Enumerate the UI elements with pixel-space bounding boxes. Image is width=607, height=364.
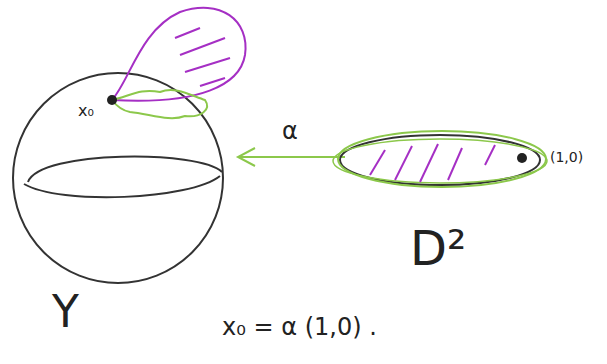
basepoint xyxy=(107,95,117,105)
space-label: Y xyxy=(52,288,79,336)
disk-boundary-loop xyxy=(333,139,547,183)
point-label: (1,0) xyxy=(550,150,583,165)
formula-caption: x₀ = α (1,0) . xyxy=(222,314,377,340)
hatching xyxy=(370,144,495,182)
sphere-outline xyxy=(13,73,223,283)
green-loop xyxy=(112,90,207,118)
disk-point xyxy=(517,153,527,163)
sphere-equator xyxy=(28,157,222,182)
basepoint-label: x₀ xyxy=(78,102,94,120)
purple-homotopy xyxy=(112,8,246,101)
map-label: α xyxy=(282,118,298,144)
map-arrow xyxy=(240,156,345,158)
arrow-head xyxy=(238,148,255,166)
hatching xyxy=(175,28,230,86)
disk-label: D² xyxy=(410,222,466,275)
sphere-equator xyxy=(24,176,220,197)
